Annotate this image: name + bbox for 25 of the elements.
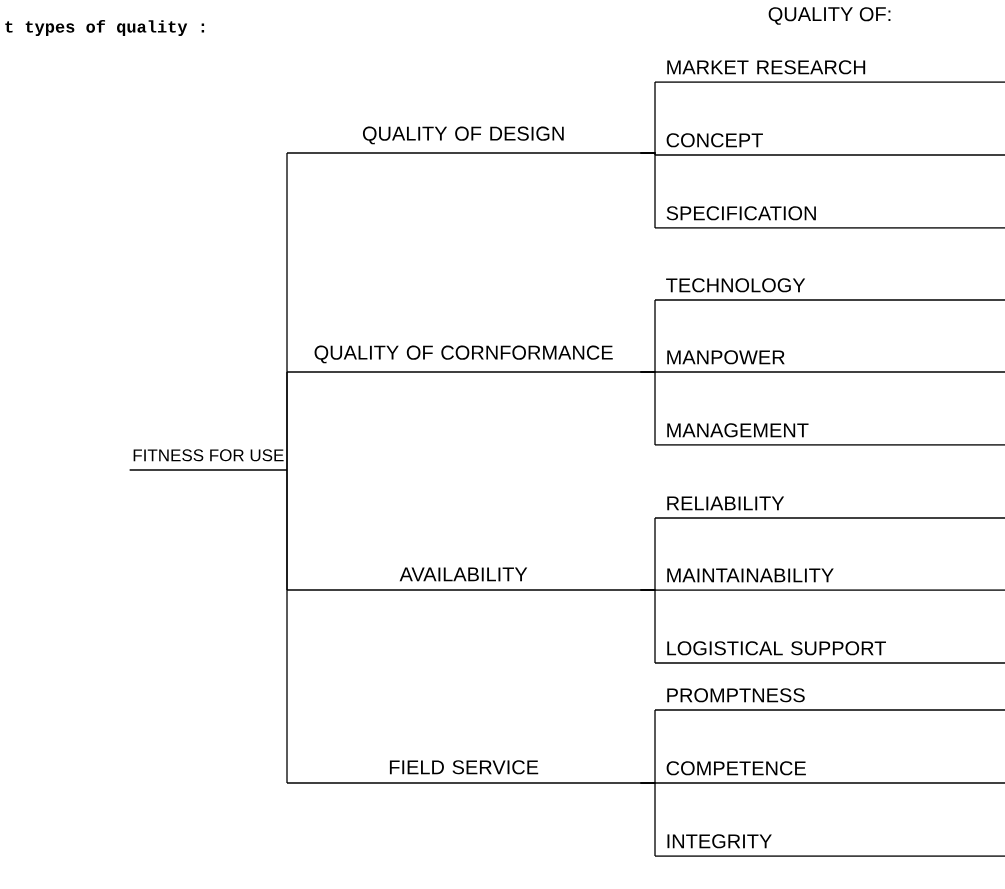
root-label: FITNESS FOR USE xyxy=(129,449,288,471)
leaf-label: RELIABILITY xyxy=(654,496,1005,519)
heading-text: t types of quality : xyxy=(5,19,205,37)
connector-line xyxy=(639,782,656,857)
leaf-label: TECHNOLOGY xyxy=(654,278,1005,301)
leaf-label: LOGISTICAL SUPPORT xyxy=(654,641,1005,664)
leaf-label: INTEGRITY xyxy=(654,834,1005,857)
leaf-label: SPECIFICATION xyxy=(654,206,1005,229)
connector-line xyxy=(286,371,288,471)
column-heading: QUALITY OF: xyxy=(768,7,891,25)
leaf-label: CONCEPT xyxy=(654,133,1005,156)
leaf-label: MAINTAINABILITY xyxy=(654,568,1005,591)
leaf-label: MANAGEMENT xyxy=(654,423,1005,446)
leaf-label: MARKET RESEARCH xyxy=(654,60,1005,83)
leaf-label: MANPOWER xyxy=(654,350,1005,373)
leaf-label: PROMPTNESS xyxy=(654,688,1005,711)
branch-label: QUALITY OF CORNFORMANCE xyxy=(286,345,641,373)
leaf-label: COMPETENCE xyxy=(654,761,1005,784)
branch-label: QUALITY OF DESIGN xyxy=(286,126,641,154)
connector-line xyxy=(639,371,656,446)
connector-line xyxy=(286,469,288,784)
connector-line xyxy=(639,152,656,229)
branch-label: FIELD SERVICE xyxy=(286,760,641,784)
branch-label: AVAILABILITY xyxy=(286,567,641,591)
connector-line xyxy=(639,589,656,664)
